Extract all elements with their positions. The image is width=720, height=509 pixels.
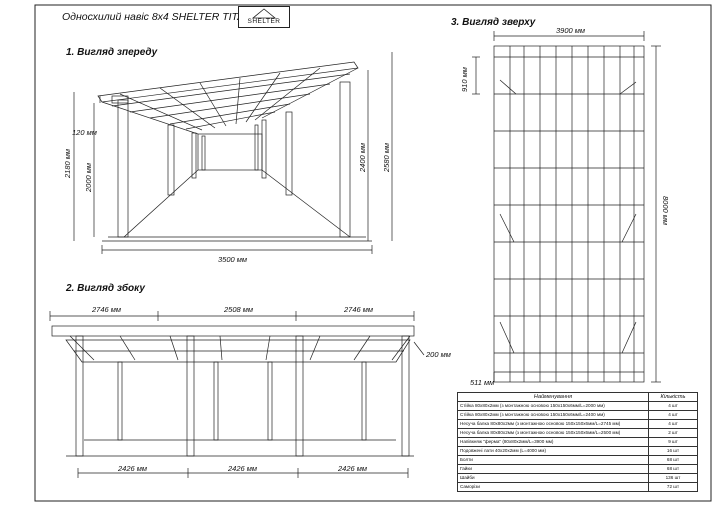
spec-item-name: Болти — [457, 455, 649, 465]
drawing-title: Односхилий навіс 8х4 SHELTER TITAN — [62, 11, 252, 23]
spec-item-name: Шайби — [457, 473, 649, 483]
side-dim-top-mid: 2508 мм — [224, 305, 254, 314]
table-row: Подовжені лати 40х20х2мм (L=4000 мм)16 ш… — [457, 446, 698, 456]
top-dim-rafter-step: 910 мм — [460, 67, 469, 92]
side-dim-top-right: 2746 мм — [344, 305, 374, 314]
specification-table: Найменування Кількість Стійка 80х80х2мм … — [457, 392, 698, 492]
spec-item-name: Несуча балка 80х80х2мм (з монтажною осно… — [457, 428, 649, 438]
side-dim-bottom-3: 2426 мм — [338, 464, 368, 473]
front-dim-height-left: 2180 мм — [63, 148, 72, 178]
front-dim-height-right: 2580 мм — [382, 142, 391, 172]
spec-item-name: Стійка 80х80х2мм (з монтажною основою 15… — [457, 401, 649, 411]
table-row: Стійка 80х80х2мм (з монтажною основою 15… — [457, 410, 698, 420]
side-view-drawing — [49, 311, 425, 478]
front-dim-width: 3500 мм — [218, 255, 248, 264]
table-row: Несуча балка 80х80х2мм (з монтажною осно… — [457, 428, 698, 438]
spec-header-name: Найменування — [457, 392, 649, 402]
top-view-title: 3. Вигляд зверху — [451, 17, 536, 28]
front-view-drawing — [73, 52, 393, 254]
front-view-title: 1. Вигляд зпереду — [66, 47, 158, 58]
side-dim-bottom-1: 2426 мм — [118, 464, 148, 473]
front-dim-beam: 120 мм — [72, 128, 97, 137]
spec-header-qty: Кількість — [648, 392, 698, 402]
spec-item-qty: 68 шт — [648, 455, 698, 465]
logo-text: SHELTER — [247, 18, 281, 25]
top-dim-width: 3900 мм — [556, 26, 586, 35]
spec-item-name: Стійка 80х80х2мм (з монтажною основою 15… — [457, 410, 649, 420]
front-dim-height-mid: 2400 мм — [358, 142, 367, 172]
spec-item-qty: 136 шт — [648, 473, 698, 483]
spec-item-qty: 9 шт — [648, 437, 698, 447]
spec-item-qty: 72 шт — [648, 482, 698, 492]
spec-item-qty: 4 шт — [648, 401, 698, 411]
spec-item-qty: 68 шт — [648, 464, 698, 474]
spec-item-name: Гайки — [457, 464, 649, 474]
spec-item-qty: 4 шт — [648, 419, 698, 429]
spec-item-qty: 2 шт — [648, 428, 698, 438]
spec-item-name: Саморізи — [457, 482, 649, 492]
table-row: Стійка 80х80х2мм (з монтажною основою 15… — [457, 401, 698, 411]
front-dim-post-height: 2000 мм — [84, 162, 93, 192]
side-dim-overhang: 200 мм — [426, 350, 451, 359]
side-dim-top-left: 2746 мм — [92, 305, 122, 314]
spec-item-name: Напівкняж "ферма" (80х80х2мм/L=3900 мм) — [457, 437, 649, 447]
spec-item-qty: 4 шт — [648, 410, 698, 420]
spec-item-name: Несуча балка 80х80х2мм (з монтажною осно… — [457, 419, 649, 429]
side-dim-bottom-2: 2426 мм — [228, 464, 258, 473]
top-view-drawing — [472, 31, 661, 383]
spec-header-row: Найменування Кількість — [457, 392, 698, 402]
top-dim-length: 8000 мм — [661, 196, 670, 226]
top-dim-edge: 511 мм — [470, 378, 495, 387]
table-row: Напівкняж "ферма" (80х80х2мм/L=3900 мм)9… — [457, 437, 698, 447]
shelter-logo: SHELTER — [238, 6, 290, 28]
spec-item-qty: 16 шт — [648, 446, 698, 456]
table-row: Несуча балка 80х80х2мм (з монтажною осно… — [457, 419, 698, 429]
side-view-title: 2. Вигляд збоку — [66, 283, 145, 294]
spec-item-name: Подовжені лати 40х20х2мм (L=4000 мм) — [457, 446, 649, 456]
